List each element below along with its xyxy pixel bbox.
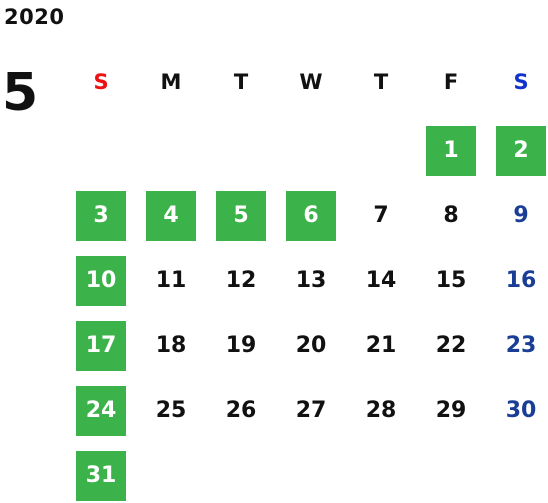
month-number: 5 — [2, 63, 39, 123]
day-cell-29[interactable]: 29 — [435, 398, 467, 423]
day-cell-1[interactable]: 1 — [426, 126, 476, 176]
day-cell-15[interactable]: 15 — [435, 268, 467, 293]
day-cell-16[interactable]: 16 — [505, 268, 537, 293]
day-cell-11[interactable]: 11 — [155, 268, 187, 293]
day-cell-7[interactable]: 7 — [373, 203, 389, 228]
weekday-label-wed: W — [299, 70, 323, 94]
day-cell-12[interactable]: 12 — [225, 268, 257, 293]
weekday-label-thu: T — [373, 70, 389, 94]
day-cell-3[interactable]: 3 — [76, 191, 126, 241]
day-cell-21[interactable]: 21 — [365, 333, 397, 358]
day-cell-27[interactable]: 27 — [295, 398, 327, 423]
day-cell-23[interactable]: 23 — [505, 333, 537, 358]
day-cell-9[interactable]: 9 — [513, 203, 529, 228]
day-cell-22[interactable]: 22 — [435, 333, 467, 358]
weekday-label-fri: F — [443, 70, 459, 94]
day-cell-19[interactable]: 19 — [225, 333, 257, 358]
day-cell-6[interactable]: 6 — [286, 191, 336, 241]
weekday-label-sat: S — [513, 70, 529, 94]
weekday-label-mon: M — [160, 70, 182, 94]
day-cell-4[interactable]: 4 — [146, 191, 196, 241]
year-label: 2020 — [4, 5, 65, 29]
day-cell-28[interactable]: 28 — [365, 398, 397, 423]
day-cell-20[interactable]: 20 — [295, 333, 327, 358]
day-cell-8[interactable]: 8 — [443, 203, 459, 228]
day-cell-24[interactable]: 24 — [76, 386, 126, 436]
day-cell-13[interactable]: 13 — [295, 268, 327, 293]
day-cell-25[interactable]: 25 — [155, 398, 187, 423]
day-cell-10[interactable]: 10 — [76, 256, 126, 306]
day-cell-17[interactable]: 17 — [76, 321, 126, 371]
day-cell-5[interactable]: 5 — [216, 191, 266, 241]
day-cell-14[interactable]: 14 — [365, 268, 397, 293]
day-cell-31[interactable]: 31 — [76, 451, 126, 501]
day-cell-18[interactable]: 18 — [155, 333, 187, 358]
weekday-label-sun: S — [93, 70, 109, 94]
weekday-label-tue: T — [233, 70, 249, 94]
day-cell-26[interactable]: 26 — [225, 398, 257, 423]
day-cell-30[interactable]: 30 — [505, 398, 537, 423]
day-cell-2[interactable]: 2 — [496, 126, 546, 176]
